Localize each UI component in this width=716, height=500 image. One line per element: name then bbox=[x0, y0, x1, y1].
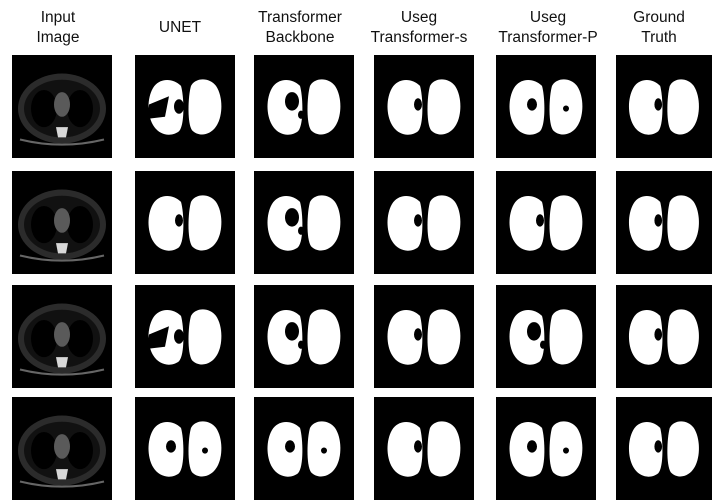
thumbnail-useg_transformer_p-row3 bbox=[496, 285, 596, 388]
lung-mask-image bbox=[509, 195, 583, 251]
thumbnail-input-row3 bbox=[12, 285, 112, 388]
header-useg-transformer-p: Useg Transformer-P bbox=[498, 9, 598, 46]
lung-mask-image bbox=[387, 195, 461, 251]
ct-slice-image bbox=[18, 415, 106, 488]
thumbnail-useg_transformer_p-row1 bbox=[496, 55, 596, 158]
lung-mask-image bbox=[148, 195, 222, 251]
thumbnail-input-row1 bbox=[12, 55, 112, 158]
thumbnail-useg_transformer_p-row4 bbox=[496, 397, 596, 500]
thumbnail-unet-row3 bbox=[135, 285, 235, 388]
lung-mask-image bbox=[267, 421, 341, 477]
thumbnail-useg_transformer_s-row3 bbox=[374, 285, 474, 388]
lung-mask-image bbox=[387, 421, 461, 477]
header-unet: UNET bbox=[158, 19, 202, 36]
header-ground-truth: Ground Truth bbox=[633, 9, 685, 46]
header-useg-transformer-s: Useg Transformer-s bbox=[370, 9, 468, 46]
thumbnail-transformer_backbone-row2 bbox=[254, 171, 354, 274]
thumbnail-input-row2 bbox=[12, 171, 112, 274]
thumbnail-ground_truth-row3 bbox=[616, 285, 712, 388]
lung-mask-image bbox=[628, 309, 699, 365]
lung-mask-image bbox=[267, 309, 341, 365]
lung-mask-image bbox=[628, 79, 699, 135]
thumbnail-unet-row1 bbox=[135, 55, 235, 158]
thumbnail-useg_transformer_p-row2 bbox=[496, 171, 596, 274]
thumbnail-ground_truth-row1 bbox=[616, 55, 712, 158]
ct-slice-image bbox=[18, 73, 106, 146]
lung-mask-image bbox=[387, 79, 461, 135]
lung-mask-image bbox=[267, 79, 341, 135]
lung-mask-image bbox=[147, 309, 222, 365]
thumbnail-input-row4 bbox=[12, 397, 112, 500]
thumbnail-transformer_backbone-row4 bbox=[254, 397, 354, 500]
thumbnail-transformer_backbone-row1 bbox=[254, 55, 354, 158]
thumbnail-ground_truth-row4 bbox=[616, 397, 712, 500]
thumbnail-unet-row2 bbox=[135, 171, 235, 274]
lung-mask-image bbox=[509, 79, 583, 135]
lung-mask-image bbox=[267, 195, 341, 251]
lung-mask-image bbox=[147, 79, 222, 135]
thumbnail-useg_transformer_s-row4 bbox=[374, 397, 474, 500]
ct-slice-image bbox=[18, 303, 106, 376]
lung-mask-image bbox=[387, 309, 461, 365]
ct-slice-image bbox=[18, 189, 106, 262]
lung-mask-image bbox=[628, 195, 699, 251]
thumbnail-ground_truth-row2 bbox=[616, 171, 712, 274]
thumbnail-useg_transformer_s-row2 bbox=[374, 171, 474, 274]
header-input-image: Input Image bbox=[36, 9, 80, 46]
thumbnail-transformer_backbone-row3 bbox=[254, 285, 354, 388]
header-transformer-backbone: Transformer Backbone bbox=[258, 9, 342, 46]
thumbnail-unet-row4 bbox=[135, 397, 235, 500]
lung-mask-image bbox=[509, 309, 583, 365]
thumbnail-useg_transformer_s-row1 bbox=[374, 55, 474, 158]
lung-mask-image bbox=[509, 421, 583, 477]
lung-mask-image bbox=[148, 421, 222, 477]
lung-mask-image bbox=[628, 421, 699, 477]
